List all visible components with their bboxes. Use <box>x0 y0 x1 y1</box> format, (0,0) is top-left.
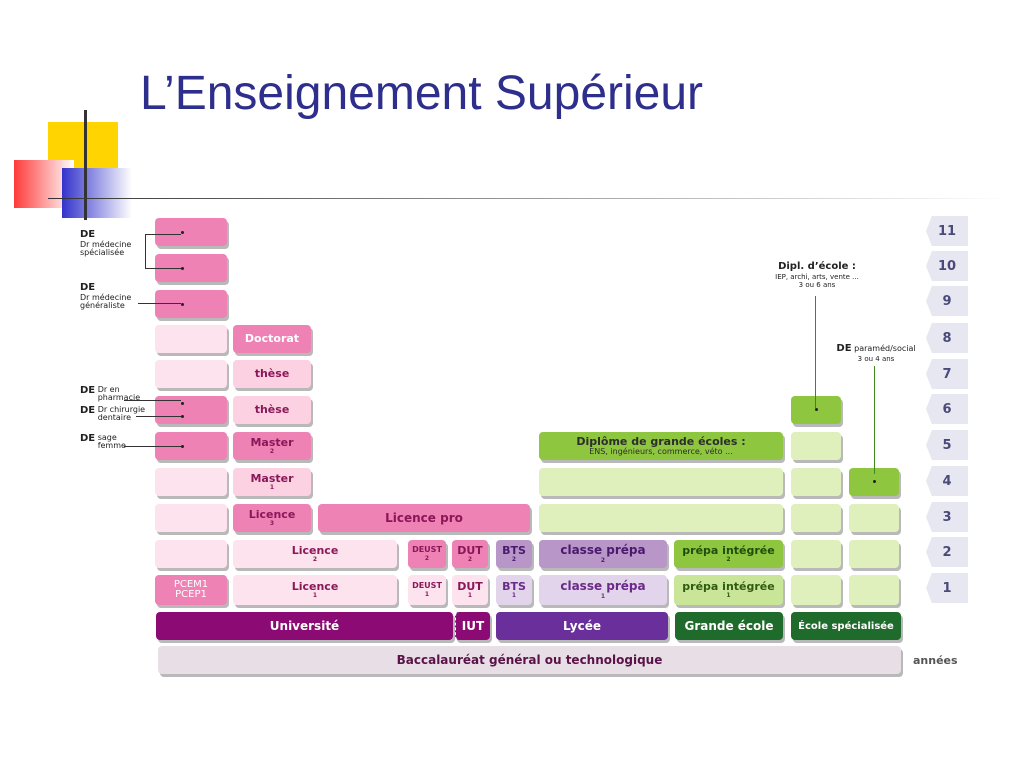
dipl-ecole-endpoint <box>791 396 841 424</box>
universite-bar: Université <box>156 612 453 640</box>
year-marker-9: 9 <box>926 286 968 316</box>
connector-specialisee-top <box>145 234 181 235</box>
connector-generaliste <box>138 303 181 304</box>
licence-pro-box: Licence pro <box>318 504 530 532</box>
ecole-spec-a-year-3 <box>791 504 841 532</box>
medecine-year-4 <box>155 468 227 496</box>
ecole-spec-a-year-4 <box>791 468 841 496</box>
pcem1-label: PCEM1 <box>173 578 209 590</box>
medecine-year-3 <box>155 504 227 532</box>
diplome-grandes-ecoles-box: Diplôme de grande écoles :ENS, ingénieur… <box>539 432 783 460</box>
label-de-paramed: DE paraméd/social 3 ou 4 ans <box>836 343 916 363</box>
medecine-year-2 <box>155 540 227 568</box>
baccalaureat-bar: Baccalauréat général ou technologique <box>158 646 901 674</box>
ecole-spec-a-year-1 <box>791 575 841 605</box>
pcep1-label: PCEP1 <box>175 589 207 600</box>
label-dr-pharmacie: DE Dr en pharmacie <box>80 385 141 403</box>
connector-specialisee <box>145 234 146 268</box>
title-rule <box>48 198 1008 199</box>
year-marker-11: 11 <box>926 216 968 246</box>
grande-ecole-year-4 <box>539 468 783 496</box>
year-marker-2: 2 <box>926 537 968 567</box>
label-sage-femme: DE sage femme <box>80 433 126 451</box>
lycee-bar: Lycée <box>496 612 668 640</box>
label-dr-chirurgie-dentaire: DE Dr chirurgie dentaire <box>80 405 146 423</box>
doctorat-box: Doctorat <box>233 325 311 353</box>
medecine-year-9 <box>155 290 227 318</box>
year-marker-1: 1 <box>926 573 968 603</box>
iut-bar: IUT <box>455 612 490 640</box>
these-box-1: thèse <box>233 360 311 388</box>
decor-blue-square <box>62 168 132 218</box>
grande-ecole-bar: Grande école <box>675 612 783 640</box>
medecine-year-11 <box>155 218 227 246</box>
connector-pharmacie <box>124 400 181 401</box>
year-marker-10: 10 <box>926 251 968 281</box>
ecole-specialisee-bar: École spécialisée <box>791 612 901 640</box>
connector-sage-femme <box>124 446 181 447</box>
year-marker-6: 6 <box>926 394 968 424</box>
years-label: années <box>913 654 958 667</box>
pcem-pcep-box: PCEM1 PCEP1 <box>155 575 227 605</box>
medecine-year-8 <box>155 325 227 353</box>
connector-dipl-ecole <box>815 296 816 408</box>
medecine-year-7 <box>155 360 227 388</box>
ecole-spec-a-year-5 <box>791 432 841 460</box>
year-marker-7: 7 <box>926 359 968 389</box>
year-marker-8: 8 <box>926 323 968 353</box>
year-marker-3: 3 <box>926 502 968 532</box>
ecole-spec-b-year-1 <box>849 575 899 605</box>
year-marker-5: 5 <box>926 430 968 460</box>
these-box-2: thèse <box>233 396 311 424</box>
decor-vertical-line <box>84 110 87 220</box>
connector-dentaire <box>136 416 181 417</box>
ecole-spec-b-year-2 <box>849 540 899 568</box>
connector-specialisee-bottom <box>145 268 181 269</box>
label-dipl-ecole: Dipl. d’école : IEP, archi, arts, vente … <box>775 261 859 289</box>
connector-de-paramed <box>874 366 875 474</box>
slide-title: L’Enseignement Supérieur <box>140 67 704 120</box>
year-marker-4: 4 <box>926 466 968 496</box>
grande-ecole-year-3 <box>539 504 783 532</box>
ecole-spec-b-year-3 <box>849 504 899 532</box>
ecole-spec-a-year-2 <box>791 540 841 568</box>
